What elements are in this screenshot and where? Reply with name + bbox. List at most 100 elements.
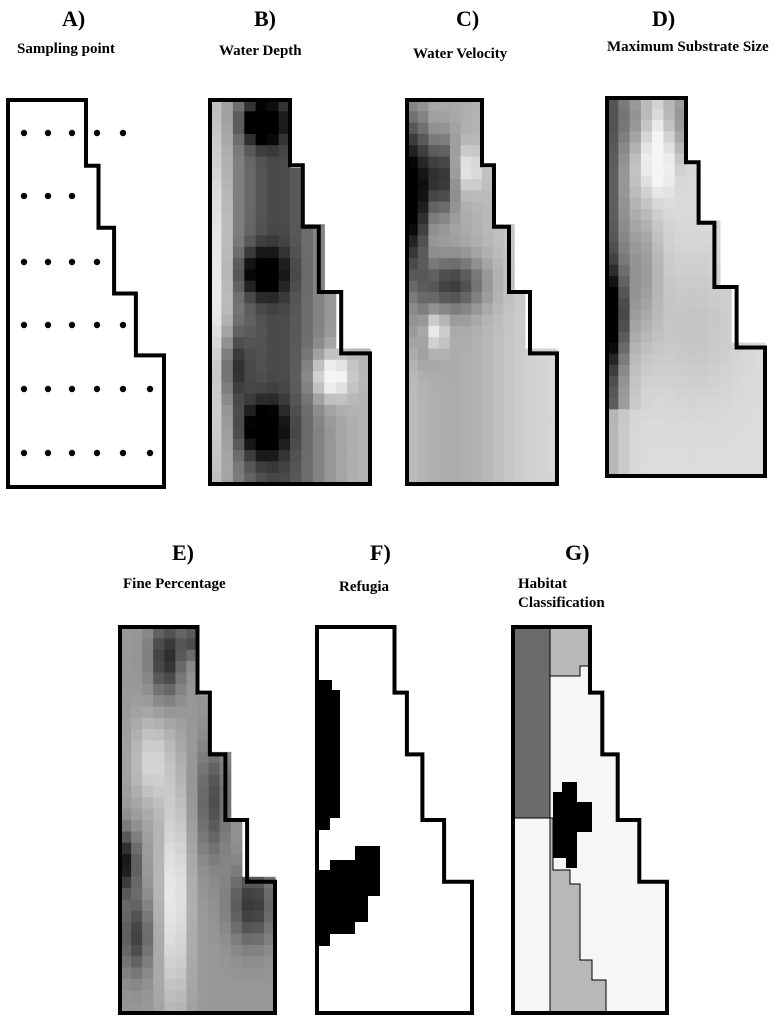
raster-cell (120, 888, 132, 901)
raster-cell (460, 393, 472, 406)
raster-cell (428, 111, 440, 124)
raster-cell (153, 627, 165, 639)
raster-cell (417, 348, 429, 361)
raster-cell (731, 387, 743, 399)
raster-cell (244, 292, 257, 304)
raster-cell (546, 371, 558, 383)
raster-cell (301, 371, 314, 383)
raster-cell (230, 1001, 243, 1014)
raster-cell (255, 404, 268, 417)
raster-cell (407, 145, 419, 158)
raster-cell (358, 438, 371, 451)
raster-cell (535, 416, 547, 429)
raster-cell (232, 280, 245, 293)
raster-cell (460, 258, 472, 270)
raster-cell (652, 175, 664, 188)
raster-cell (482, 450, 494, 462)
raster-cell (120, 956, 132, 969)
raster-cell (312, 359, 325, 372)
raster-cell (241, 888, 254, 901)
raster-cell (244, 337, 257, 350)
raster-cell (210, 111, 222, 124)
raster-cell (312, 461, 325, 474)
raster-cell (358, 427, 371, 440)
raster-cell (708, 353, 721, 366)
raster-cell (186, 990, 199, 1003)
raster-cell (492, 314, 504, 327)
raster-cell (244, 100, 257, 112)
raster-cell (417, 371, 429, 383)
raster-cell (407, 122, 419, 135)
raster-cell (503, 371, 515, 383)
raster-cell (492, 224, 504, 237)
raster-cell (244, 201, 257, 214)
raster-cell (290, 235, 302, 248)
raster-cell (197, 831, 210, 844)
raster-cell (652, 431, 664, 444)
raster-cell (278, 235, 291, 248)
raster-cell (546, 382, 558, 395)
raster-cell (255, 438, 268, 451)
raster-cell (439, 393, 451, 406)
raster-cell (686, 220, 698, 232)
raster-cell (142, 638, 154, 651)
raster-cell (255, 472, 268, 485)
raster-cell (607, 431, 619, 444)
raster-cell (301, 359, 314, 372)
raster-cell (428, 450, 440, 462)
raster-cell (186, 922, 199, 935)
raster-cell (428, 235, 440, 248)
raster-cell (618, 98, 631, 110)
raster-cell (629, 320, 642, 333)
raster-cell (417, 167, 429, 180)
raster-cell (252, 922, 265, 935)
raster-cell (524, 382, 537, 395)
raster-cell (175, 638, 188, 651)
raster-cell (267, 438, 280, 451)
raster-cell (142, 990, 154, 1003)
raster-cell (290, 303, 302, 316)
raster-cell (652, 186, 664, 199)
raster-cell (607, 398, 619, 410)
raster-cell (290, 201, 302, 214)
raster-cell (535, 450, 547, 462)
raster-cell (697, 442, 710, 455)
raster-cell (407, 167, 419, 180)
raster-cell (652, 98, 664, 110)
raster-cell (618, 153, 631, 166)
raster-cell (503, 393, 515, 406)
raster-cell (221, 122, 234, 135)
raster-cell (186, 706, 199, 719)
raster-cell (742, 353, 755, 366)
raster-cell (153, 865, 165, 878)
raster-cell (197, 751, 210, 764)
raster-cell (267, 427, 280, 440)
raster-cell (460, 280, 472, 293)
raster-cell (439, 167, 451, 180)
raster-cell (120, 751, 132, 764)
raster-cell (652, 209, 664, 221)
raster-cell (618, 387, 631, 399)
raster-cell (301, 269, 314, 282)
raster-cell (460, 246, 472, 259)
raster-cell (208, 899, 221, 912)
raster-cell (221, 337, 234, 350)
raster-cell (347, 472, 360, 485)
raster-cell (210, 348, 222, 361)
raster-cell (120, 740, 132, 753)
raster-cell (471, 325, 483, 338)
raster-cell (358, 393, 371, 406)
raster-cell (186, 888, 199, 901)
raster-cell (312, 416, 325, 429)
raster-cell (514, 427, 526, 440)
raster-cell (290, 212, 302, 225)
raster-cell (208, 990, 221, 1003)
raster-cell (492, 427, 504, 440)
raster-cell (131, 763, 143, 776)
raster-cell (674, 420, 687, 433)
raster-cell (640, 153, 653, 166)
raster-cell (335, 382, 348, 395)
raster-cell (278, 167, 291, 180)
raster-cell (153, 978, 165, 991)
